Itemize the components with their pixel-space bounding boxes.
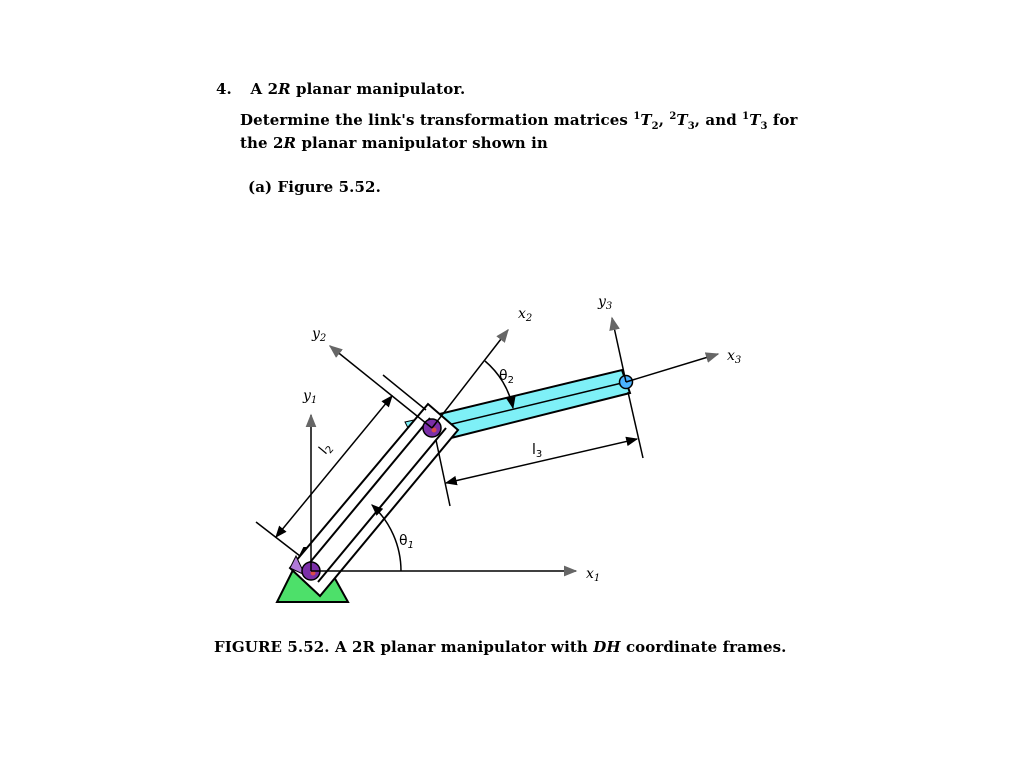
t23-T: T xyxy=(676,111,688,129)
figure-caption: FIGURE 5.52. A 2R planar manipulator wit… xyxy=(214,638,786,656)
theta2-arc xyxy=(484,360,516,410)
line2-r: R xyxy=(283,134,297,152)
y3-axis xyxy=(609,316,627,383)
link-2-inner-b xyxy=(317,427,447,583)
line2-a: the 2 xyxy=(240,134,284,152)
label-x1: x1 xyxy=(586,566,600,584)
t12-T: T xyxy=(640,111,652,129)
problem-line-2: the 2R planar manipulator shown in xyxy=(240,134,548,152)
t12-sub: 2 xyxy=(651,121,659,132)
problem-line1-text: Determine the link's transformation matr… xyxy=(240,111,634,129)
problem-part-a: (a) Figure 5.52. xyxy=(248,178,381,196)
label-l2: l2 xyxy=(316,440,336,459)
joint-2-dot xyxy=(431,427,437,433)
base-joint-wedge xyxy=(289,554,307,577)
label-x3: x3 xyxy=(727,348,741,366)
t23-sub: 3 xyxy=(687,121,695,132)
x3-axis xyxy=(625,352,720,383)
problem-line-1: Determine the link's transformation matr… xyxy=(240,111,798,132)
caption-post: coordinate frames. xyxy=(620,638,787,656)
label-y1: y1 xyxy=(302,388,317,406)
label-l3: l3 xyxy=(532,442,542,460)
label-x2: x2 xyxy=(518,306,532,324)
t13-sub: 3 xyxy=(760,121,768,132)
sep-1: , xyxy=(658,111,670,129)
l2-ext-upper xyxy=(382,374,427,411)
problem-number: 4. xyxy=(216,80,232,98)
caption-pre: FIGURE 5.52. A 2R planar manipulator wit… xyxy=(214,638,594,656)
t13-sup: 1 xyxy=(742,111,750,122)
caption-dh: DH xyxy=(593,638,621,656)
l2-ext-lower xyxy=(255,521,301,557)
link-3-centerline xyxy=(426,381,627,431)
sep-2: , and xyxy=(694,111,743,129)
label-y2: y2 xyxy=(311,326,326,344)
l3-ext-left xyxy=(435,439,451,507)
label-theta2: θ2 xyxy=(499,368,514,386)
label-theta1: θ1 xyxy=(399,533,414,551)
y2-axis xyxy=(328,345,433,429)
l3-dimension xyxy=(444,436,639,486)
label-y3: y3 xyxy=(597,294,612,312)
line2-b: planar manipulator shown in xyxy=(296,134,548,152)
l3-ext-right xyxy=(627,391,644,459)
problem-title-r: R xyxy=(278,80,291,98)
x2-axis xyxy=(431,328,509,429)
t12-sup: 1 xyxy=(633,111,641,122)
t13-T: T xyxy=(749,111,761,129)
problem-title-post: planar manipulator. xyxy=(290,80,466,98)
theta1-arc xyxy=(371,504,402,572)
line1-end: for xyxy=(767,111,798,129)
l2-dimension xyxy=(275,395,393,538)
problem-title-line: 4. A 2R planar manipulator. xyxy=(216,80,465,98)
problem-title-pre: A 2 xyxy=(250,80,279,98)
t23-sup: 2 xyxy=(669,111,677,122)
